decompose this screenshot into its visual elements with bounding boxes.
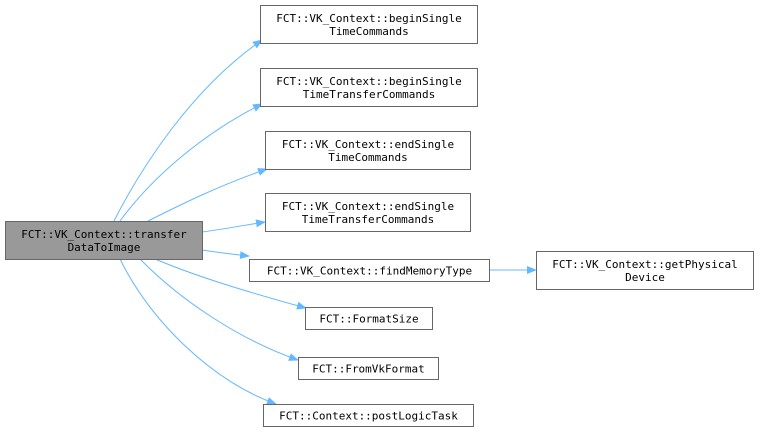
edge-transferDataToImage-to-findMemoryType xyxy=(201,249,250,260)
node-box xyxy=(260,68,478,107)
node-label-line: TimeTransferCommands xyxy=(302,213,434,226)
node-label-line: FCT::VK_Context::beginSingle xyxy=(276,12,461,25)
edge-transferDataToImage-to-beginSingleTimeTransferCommands xyxy=(119,103,263,222)
node-box xyxy=(298,357,439,380)
node-label-line: FCT::VK_Context::endSingle xyxy=(282,138,454,151)
edges-layer xyxy=(113,39,537,405)
edge-transferDataToImage-to-FromVkFormat xyxy=(139,258,299,361)
node-label-line: FCT::VK_Context::getPhysical xyxy=(552,258,737,271)
node-endSingleTimeTransferCommands[interactable]: FCT::VK_Context::endSingleTimeTransferCo… xyxy=(265,193,471,232)
node-box xyxy=(536,251,754,290)
node-label-line: TimeCommands xyxy=(329,25,408,38)
edge-transferDataToImage-to-postLogicTask xyxy=(119,258,277,405)
node-label-line: FCT::Context::postLogicTask xyxy=(279,410,458,423)
edge-transferDataToImage-to-endSingleTimeCommands xyxy=(147,168,268,222)
node-label-line: DataToImage xyxy=(68,241,141,254)
node-findMemoryType[interactable]: FCT::VK_Context::findMemoryType xyxy=(249,259,490,282)
node-box xyxy=(305,307,433,330)
node-label-line: FCT::VK_Context::beginSingle xyxy=(276,75,461,88)
edge-transferDataToImage-to-FormatSize xyxy=(154,258,307,310)
node-box xyxy=(265,131,471,170)
node-label-line: FCT::VK_Context::endSingle xyxy=(282,200,454,213)
node-label-line: FCT::VK_Context::transfer xyxy=(21,228,187,241)
node-box xyxy=(5,221,203,260)
nodes-layer: FCT::VK_Context::transferDataToImageFCT:… xyxy=(5,5,754,427)
node-FormatSize[interactable]: FCT::FormatSize xyxy=(305,307,433,330)
node-label-line: FCT::FromVkFormat xyxy=(312,363,425,376)
edge-transferDataToImage-to-beginSingleTimeCommands xyxy=(113,39,263,222)
node-label-line: TimeCommands xyxy=(328,151,407,164)
node-label-line: TimeTransferCommands xyxy=(303,88,435,101)
node-postLogicTask[interactable]: FCT::Context::postLogicTask xyxy=(263,404,474,427)
node-box xyxy=(260,5,478,44)
node-label-line: FCT::VK_Context::findMemoryType xyxy=(267,265,472,278)
node-FromVkFormat[interactable]: FCT::FromVkFormat xyxy=(298,357,439,380)
node-beginSingleTimeTransferCommands[interactable]: FCT::VK_Context::beginSingleTimeTransfer… xyxy=(260,68,478,107)
node-label-line: FCT::FormatSize xyxy=(319,313,418,326)
node-box xyxy=(265,193,471,232)
node-box xyxy=(263,404,474,427)
node-label-line: Device xyxy=(625,271,665,284)
node-box xyxy=(249,259,490,282)
edge-transferDataToImage-to-endSingleTimeTransferCommands xyxy=(201,219,266,233)
